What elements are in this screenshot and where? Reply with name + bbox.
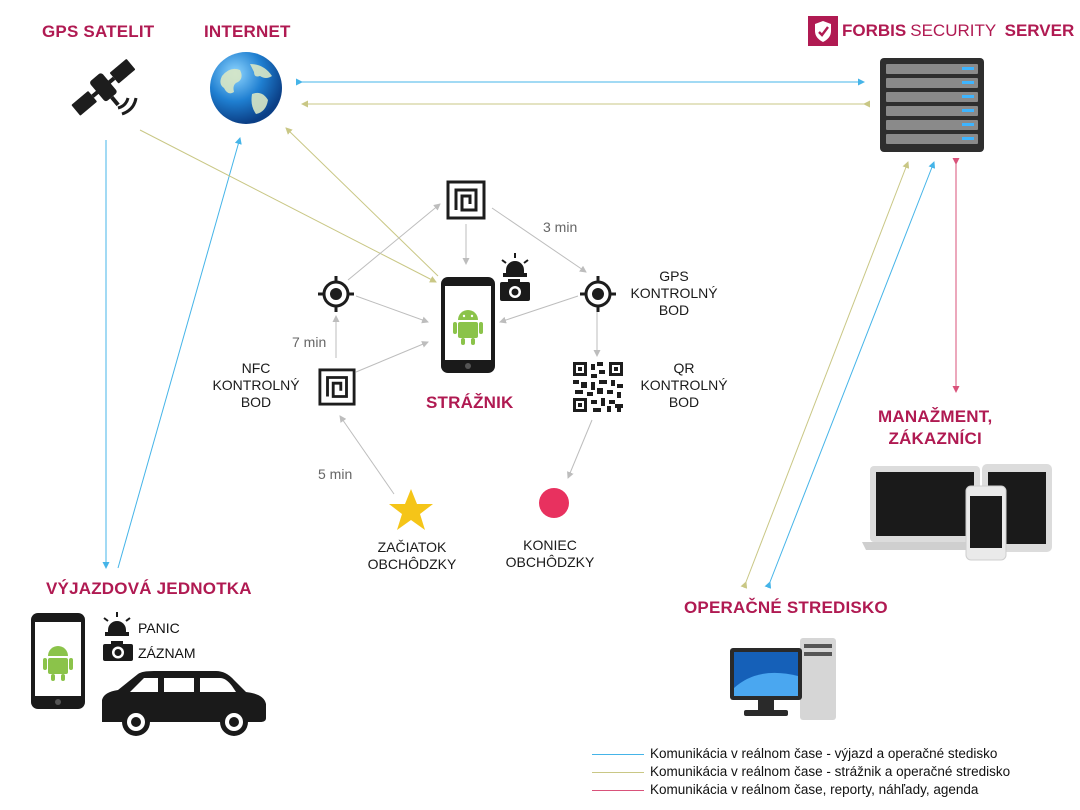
start-label: ZAČIATOK OBCHÔDZKY — [362, 539, 462, 573]
line-vehicle-internet — [117, 137, 242, 569]
car-icon — [102, 671, 266, 736]
siren-camera-icon — [500, 253, 530, 301]
vehicle-phone-icon — [31, 613, 85, 709]
desktop-computer-icon — [730, 638, 836, 720]
nfc-cp-line1: NFC — [241, 360, 271, 376]
manazment-title: MANAŽMENT, ZÁKAZNÍCI — [878, 406, 992, 450]
route-target-to-guard — [355, 295, 429, 324]
target-icon-right — [580, 276, 616, 312]
zaznam-label: ZÁZNAM — [138, 645, 196, 661]
guard-phone-icon — [441, 277, 495, 373]
brand-security: SECURITY — [910, 21, 996, 40]
route-start-to-nfc — [339, 415, 395, 495]
route-top-to-gps — [491, 207, 587, 273]
manazment-line2: ZÁKAZNÍCI — [888, 429, 982, 448]
start-star-icon — [389, 489, 433, 530]
legend-line-pink — [592, 790, 644, 791]
qr-cp-line1: QR — [673, 360, 695, 376]
nfc-checkpoint-label: NFC KONTROLNÝ BOD — [204, 360, 308, 411]
line-operacne-server-blue — [764, 161, 936, 589]
nfc-tag-icon — [446, 180, 486, 220]
end-line1: KONIEC — [523, 537, 577, 553]
time-7min: 7 min — [292, 334, 327, 350]
internet-title: INTERNET — [204, 22, 291, 41]
nfc-checkpoint-icon — [318, 368, 356, 406]
camera-icon — [103, 641, 133, 661]
time-3min: 3 min — [543, 219, 578, 235]
route-target-to-top — [347, 203, 441, 281]
qr-code-icon — [573, 362, 623, 412]
qr-checkpoint-label: QR KONTROLNÝ BOD — [632, 360, 736, 411]
end-dot-icon — [539, 488, 569, 518]
satellite-icon — [71, 59, 138, 116]
gps-satelit-title: GPS SATELIT — [42, 22, 155, 41]
nfc-cp-line2: KONTROLNÝ — [212, 377, 300, 393]
legend-line-blue — [592, 754, 644, 755]
manazment-line1: MANAŽMENT, — [878, 407, 993, 426]
forbis-logo-icon — [808, 16, 838, 46]
server-title: SERVER — [1004, 21, 1075, 40]
target-icon-left — [318, 276, 354, 312]
gps-checkpoint-label: GPS KONTROLNÝ BOD — [626, 268, 722, 319]
legend-text-olive: Komunikácia v reálnom čase - strážnik a … — [650, 764, 1011, 779]
end-line2: OBCHÔDZKY — [505, 554, 595, 570]
nfc-cp-line3: BOD — [240, 394, 272, 410]
qr-cp-line3: BOD — [668, 394, 700, 410]
siren-icon — [103, 612, 131, 636]
legend-item-blue: Komunikácia v reálnom čase - výjazd a op… — [592, 746, 1072, 763]
start-line2: OBCHÔDZKY — [367, 556, 457, 572]
brand-forbis: FORBIS — [842, 21, 907, 40]
gps-cp-line1: GPS — [659, 268, 689, 284]
devices-icon — [862, 464, 1052, 561]
legend-item-pink: Komunikácia v reálnom čase, reporty, náh… — [592, 782, 1072, 799]
line-satellite-guard — [139, 129, 437, 283]
legend-text-blue: Komunikácia v reálnom čase - výjazd a op… — [650, 746, 998, 761]
qr-cp-line2: KONTROLNÝ — [640, 377, 728, 393]
route-nfc-to-guard — [355, 341, 429, 373]
gps-cp-line3: BOD — [658, 302, 690, 318]
route-gps-to-guard — [499, 295, 579, 324]
legend-item-olive: Komunikácia v reálnom čase - strážnik a … — [592, 764, 1072, 781]
line-guard-internet — [285, 127, 439, 277]
gps-cp-line2: KONTROLNÝ — [630, 285, 718, 301]
panic-label: PANIC — [138, 620, 180, 636]
server-rack-icon — [880, 58, 984, 152]
start-line1: ZAČIATOK — [377, 539, 447, 555]
legend-text-pink: Komunikácia v reálnom čase, reporty, náh… — [650, 782, 979, 797]
operacne-stredisko-title: OPERAČNÉ STREDISKO — [684, 598, 888, 617]
globe-icon — [210, 52, 282, 124]
vyjazdova-jednotka-title: VÝJAZDOVÁ JEDNOTKA — [46, 579, 252, 598]
route-qr-to-end — [567, 419, 593, 479]
end-label: KONIEC OBCHÔDZKY — [500, 537, 600, 571]
straznik-title: STRÁŽNIK — [426, 393, 514, 412]
legend-line-olive — [592, 772, 644, 773]
time-5min: 5 min — [318, 466, 353, 482]
